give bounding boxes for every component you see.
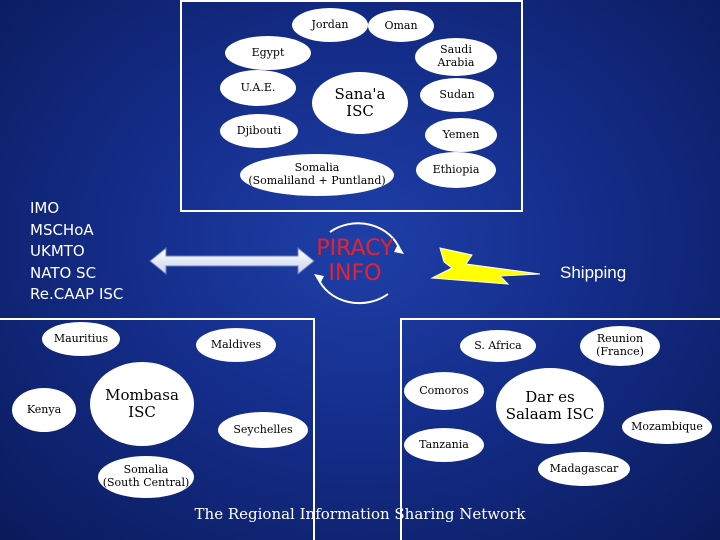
node-somalia-north: Somalia (Somaliland + Puntland) [240,154,394,196]
agency-item: NATO SC [30,263,97,282]
node-somalia-south: Somalia (South Central) [98,456,194,498]
agency-item: UKMTO [30,242,85,260]
node-ethiopia: Ethiopia [416,152,496,188]
node-kenya: Kenya [12,388,76,432]
node-jordan: Jordan [292,8,368,42]
node-comoros: Comoros [404,372,484,410]
north-region-box [180,0,523,212]
node-mauritius: Mauritius [42,322,120,356]
cycle-arrowhead-icon [314,274,324,284]
cycle-arrowhead-icon [394,244,404,254]
node-djibouti: Djibouti [220,114,298,148]
cycle-arc-icon [329,222,401,251]
node-uae: U.A.E. [220,70,296,106]
agency-item: IMO [30,199,60,217]
node-egypt: Egypt [225,36,311,70]
node-mombasa-isc: Mombasa ISC [90,362,194,446]
node-maldives: Maldives [196,328,276,362]
node-reunion: Reunion (France) [580,326,660,366]
diagram-caption: The Regional Information Sharing Network [194,505,526,523]
node-seychelles: Seychelles [218,412,308,448]
agency-item: Re.CAAP ISC [30,285,124,303]
node-yemen: Yemen [425,118,497,152]
node-mozambique: Mozambique [622,410,712,444]
node-saudi-arabia: Saudi Arabia [415,38,497,76]
node-tanzania: Tanzania [404,428,484,462]
lightning-bolt-icon [430,247,541,285]
shipping-label: Shipping [560,263,627,282]
agency-item: MSCHoA [30,220,94,239]
node-madagascar: Madagascar [538,452,630,486]
node-south-africa: S. Africa [460,330,536,362]
node-sanaa-isc: Sana'a ISC [312,72,408,134]
piracy-info-label: PIRACY INFO [316,236,394,286]
node-oman: Oman [368,10,434,42]
node-dar-es-salaam-isc: Dar es Salaam ISC [496,368,604,444]
cycle-arc-icon [317,277,389,305]
southeast-region-box [400,318,720,540]
agency-list: IMO MSCHoA UKMTO NATO SC Re.CAAP ISC [30,198,123,306]
double-arrow-icon [149,246,315,276]
node-sudan: Sudan [420,78,494,112]
southwest-region-box [0,318,315,540]
